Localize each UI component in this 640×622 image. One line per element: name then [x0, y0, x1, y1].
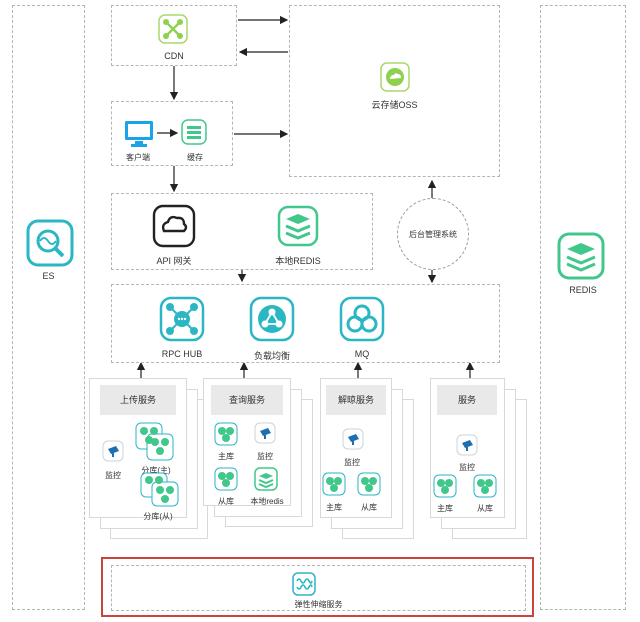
es-search-icon	[26, 219, 74, 272]
query-master-label: 主库	[218, 452, 234, 461]
cache-icon	[181, 119, 207, 150]
generic-slave-db-icon	[473, 474, 497, 503]
upload-monitor-icon	[102, 440, 124, 467]
monitor-icon	[124, 120, 154, 153]
query-monitor-label: 监控	[257, 452, 273, 461]
parse-slave-label: 从库	[361, 503, 377, 512]
oss-label: 云存储OSS	[371, 100, 418, 110]
generic-monitor-icon	[456, 434, 478, 461]
es-column	[12, 5, 85, 610]
query-monitor-icon	[254, 422, 276, 449]
cache-label: 缓存	[187, 153, 203, 162]
generic-slave-label: 从库	[477, 504, 493, 513]
parse-monitor-label: 监控	[344, 458, 360, 467]
client-label: 客户端	[126, 153, 150, 162]
upload-monitor-label: 监控	[105, 471, 121, 480]
admin-system-node: 后台管理系统	[397, 198, 469, 270]
load-balance-label: 负载均衡	[253, 351, 290, 361]
parse-master-label: 主库	[326, 503, 342, 512]
parse-service-title: 解晾服务	[326, 385, 386, 415]
redis-label: REDIS	[569, 285, 597, 295]
elastic-highlight-frame	[101, 557, 534, 617]
query-master-db-icon	[214, 422, 238, 451]
query-slave-db-icon	[214, 467, 238, 496]
mq-icon	[339, 296, 385, 347]
api-gateway-label: API 网关	[156, 256, 192, 266]
elastic-service-box	[111, 565, 526, 611]
query-slave-label: 从库	[218, 497, 234, 506]
parse-monitor-icon	[342, 428, 364, 455]
generic-master-db-icon	[433, 474, 457, 503]
redis-stack-icon	[557, 232, 605, 285]
query-service-title: 查询服务	[211, 385, 283, 415]
api-gateway-box	[111, 193, 373, 270]
generic-service-title: 服务	[437, 385, 497, 415]
redis-column	[540, 5, 626, 610]
cdn-label: CDN	[164, 51, 184, 61]
shard-master-db-icon	[135, 422, 175, 467]
elastic-service-label: 弹性伸缩服务	[294, 600, 343, 609]
load-balance-icon	[249, 296, 295, 347]
shard-slave-label: 分库(从)	[143, 512, 173, 521]
shard-master-label: 分库(主)	[141, 466, 171, 475]
parse-slave-db-icon	[357, 472, 381, 501]
cdn-icon	[158, 14, 188, 49]
generic-master-label: 主库	[437, 504, 453, 513]
rpc-hub-icon	[159, 296, 205, 347]
es-label: ES	[42, 271, 55, 281]
parse-master-db-icon	[322, 472, 346, 501]
mq-label: MQ	[354, 349, 370, 359]
shard-slave-db-icon	[140, 472, 180, 513]
cloud-storage-icon	[380, 62, 410, 97]
query-local-redis-label: 本地redis	[250, 497, 284, 506]
upload-service-title: 上传服务	[100, 385, 176, 415]
rpc-hub-label: RPC HUB	[161, 349, 203, 359]
local-redis-label: 本地REDIS	[275, 256, 321, 266]
local-redis-icon	[277, 205, 319, 252]
gateway-icon	[152, 204, 196, 253]
generic-monitor-label: 监控	[459, 463, 475, 472]
elastic-scaling-icon	[292, 572, 316, 601]
query-local-redis-icon	[254, 467, 278, 496]
